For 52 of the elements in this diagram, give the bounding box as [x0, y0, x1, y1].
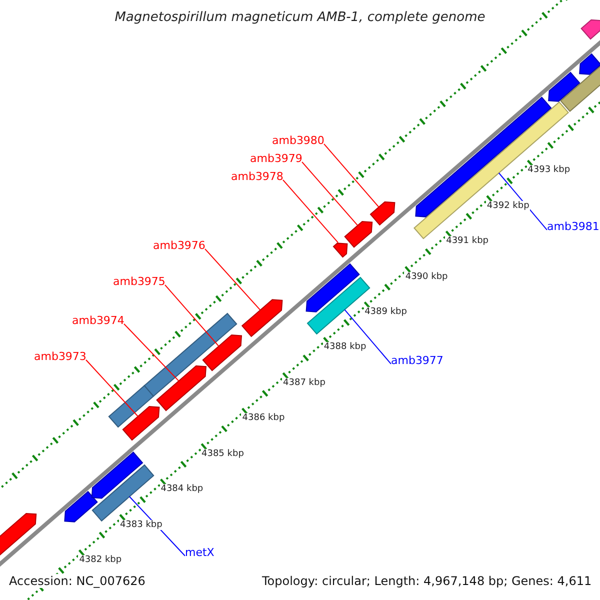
gene-block	[241, 299, 283, 338]
gene-block	[579, 53, 600, 75]
leader-line	[86, 359, 138, 417]
scale-label: 4386 kbp	[241, 413, 286, 424]
gene-block	[344, 220, 373, 248]
gene-label: amb3977	[391, 354, 444, 367]
gene-block	[306, 263, 360, 312]
info-text: Accession: NC_007626	[9, 574, 146, 588]
leader-line	[302, 161, 358, 226]
scale-label: 4392 kbp	[486, 200, 530, 212]
gene-block	[560, 66, 600, 112]
leader-line	[164, 284, 220, 347]
scale-label: 4384 kbp	[160, 484, 204, 495]
title: Magnetospirillum magneticum AMB-1, complete genome	[114, 10, 486, 26]
gene-label: amb3981	[547, 220, 600, 233]
info-text: Topology: circular; Length: 4,967,148 bp; Genes: 4,611	[262, 574, 592, 588]
gene-block	[91, 452, 144, 499]
gene-block	[370, 201, 396, 226]
scale-label: 4391 kbp	[445, 236, 490, 247]
leader-line	[324, 143, 380, 208]
scale-label: 4390 kbp	[404, 272, 449, 282]
gene-block	[580, 19, 600, 40]
gene-label: amb3978	[231, 170, 284, 183]
scale-label: 4393 kbp	[526, 165, 572, 176]
gene-block	[332, 242, 348, 258]
gene-label: amb3973	[34, 350, 86, 363]
gene-label: amb3980	[272, 134, 324, 147]
gene-block	[122, 406, 160, 441]
gene-block	[108, 384, 154, 428]
gene-label: amb3979	[250, 152, 302, 165]
gene-block	[92, 464, 154, 522]
scale-label: 4383 kbp	[118, 520, 164, 530]
gene-block	[415, 96, 552, 218]
scale-label: 4385 kbp	[200, 448, 245, 460]
leader-line	[204, 248, 261, 311]
scale-label: 4388 kbp	[322, 342, 368, 354]
gene-label: metX	[185, 546, 214, 559]
gene-block	[548, 72, 580, 102]
gene-label: amb3976	[153, 238, 206, 252]
leader-line	[282, 179, 339, 244]
gene-label: amb3974	[72, 314, 124, 327]
gene-block	[156, 365, 207, 412]
leader-line	[344, 309, 392, 364]
scale-label: 4387 kbp	[282, 378, 326, 389]
scale-label: 4389 kbp	[364, 307, 408, 318]
leader-line	[124, 323, 180, 382]
gene-label: amb3975	[113, 274, 166, 288]
gene-block	[64, 490, 98, 522]
gene-block	[144, 312, 238, 397]
gene-block	[202, 334, 242, 372]
leader-line	[498, 172, 548, 230]
scale-label: 4382 kbp	[78, 554, 123, 566]
